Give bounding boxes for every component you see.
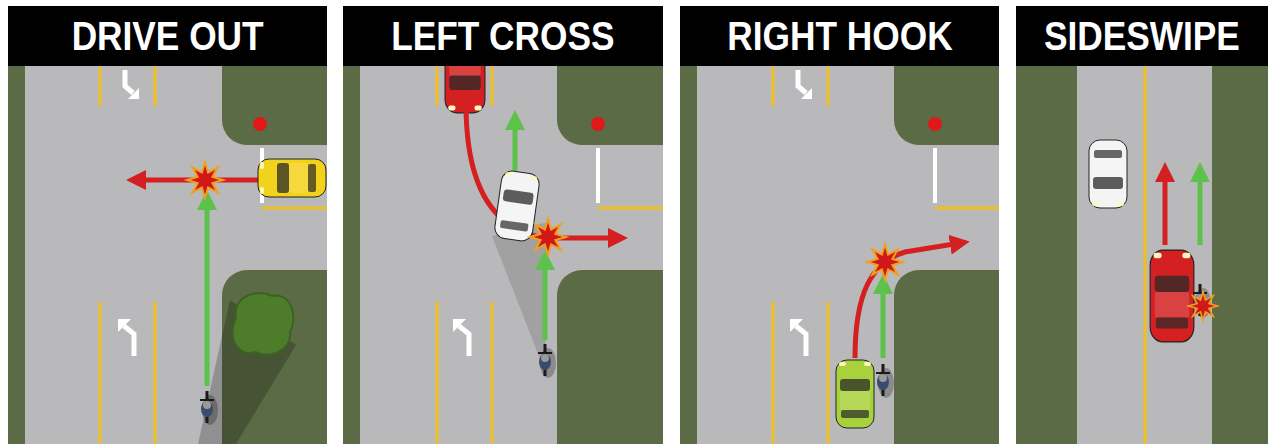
turn-arrow (125, 70, 133, 93)
grass (1016, 66, 1268, 444)
panel-scene (343, 66, 663, 444)
panel-header: DRIVE OUT (8, 6, 327, 66)
stop-line (933, 148, 937, 203)
curb-corner (222, 120, 247, 145)
lane-line (154, 66, 157, 106)
panel-scene (8, 66, 327, 444)
curb-corner (557, 270, 582, 295)
green-car (836, 360, 874, 428)
cyclist (538, 344, 556, 378)
panel-title: SIDESWIPE (1044, 13, 1240, 60)
panel-header: RIGHT HOOK (680, 6, 999, 66)
side-street (222, 145, 327, 270)
center-line (598, 207, 663, 210)
panel-scene (1016, 66, 1268, 444)
lane-line (99, 66, 102, 106)
side-street (557, 145, 663, 270)
turn-arrow (801, 88, 812, 99)
curb-corner (894, 120, 919, 145)
panel-header: LEFT CROSS (343, 6, 663, 66)
turn-arrow (790, 319, 803, 332)
lane-line (827, 66, 830, 106)
road (1077, 66, 1212, 444)
car-path (1163, 178, 1168, 245)
white-car (1089, 140, 1127, 208)
car-path (855, 244, 954, 358)
turn-arrow (124, 326, 134, 356)
curb-corner (557, 120, 582, 145)
lane-line (491, 302, 494, 444)
turn-arrow (459, 326, 469, 356)
turn-arrow (128, 88, 139, 99)
turn-arrow (453, 319, 466, 332)
lane-line (827, 302, 830, 444)
grass (343, 66, 663, 444)
panel-title: LEFT CROSS (391, 13, 614, 60)
yellow-car (258, 159, 326, 197)
turn-arrow (796, 326, 806, 356)
panel-title: RIGHT HOOK (727, 13, 952, 60)
car-path (513, 126, 518, 172)
lane-line (436, 66, 439, 106)
crash-star (187, 162, 223, 198)
crash-star (530, 219, 566, 255)
lane-line (154, 302, 157, 444)
red-car (1150, 250, 1194, 342)
cyclist-path (881, 290, 886, 358)
lane-line (491, 66, 494, 106)
cyclist-path (543, 266, 548, 340)
cyclist-path (205, 206, 210, 386)
center-line (262, 207, 327, 210)
crash-star (867, 244, 903, 280)
road (25, 66, 222, 444)
curb-corner (222, 270, 247, 295)
lane-line (772, 66, 775, 106)
grass (8, 66, 327, 444)
car-path (466, 104, 612, 238)
crash-star (1189, 292, 1218, 321)
turn-arrow (798, 70, 806, 93)
stop-sign (253, 117, 267, 131)
white-car (493, 170, 540, 243)
lane-line (436, 302, 439, 444)
center-line (935, 207, 999, 210)
road (360, 66, 557, 444)
stop-line (596, 148, 600, 203)
panel-title: DRIVE OUT (72, 13, 264, 60)
lane-line (772, 302, 775, 444)
cyclist-path (1198, 178, 1203, 245)
stop-sign (928, 117, 942, 131)
turn-arrow (118, 319, 131, 332)
road (697, 66, 894, 444)
panel-scene (680, 66, 999, 444)
center-line (1144, 66, 1147, 444)
stop-sign (591, 117, 605, 131)
cyclist (200, 391, 218, 425)
cyclist (876, 364, 894, 398)
panel-header: SIDESWIPE (1016, 6, 1268, 66)
lane-line (99, 302, 102, 444)
tree (233, 293, 294, 355)
grass (680, 66, 999, 444)
